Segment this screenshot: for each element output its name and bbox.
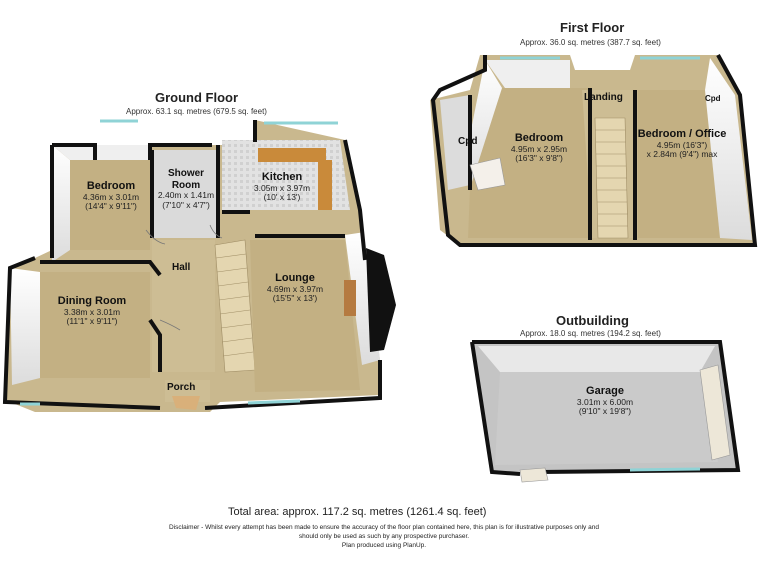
lounge-floor: [250, 240, 360, 392]
room-dining: Dining Room 3.38m x 3.01m (11'1" x 9'11"…: [50, 295, 134, 327]
ground-walls: [2, 120, 382, 410]
first-floor-area: Approx. 36.0 sq. metres (387.7 sq. feet): [520, 38, 661, 47]
ground-floor-area: Approx. 63.1 sq. metres (679.5 sq. feet): [126, 107, 267, 116]
bay-window-frame: [366, 248, 396, 352]
outbuilding-area: Approx. 18.0 sq. metres (194.2 sq. feet): [520, 329, 661, 338]
room-dimensions-metric: 4.36m x 3.01m: [82, 191, 140, 202]
garage-floor: [495, 372, 718, 465]
disclaimer-line-1: Disclaimer - Whilst every attempt has be…: [169, 524, 599, 531]
dining-room-floor: [40, 272, 150, 378]
fireplace: [344, 280, 356, 316]
ground-windows: [20, 119, 338, 406]
room-dimensions-imperial: (14'4" x 9'11"): [85, 201, 137, 212]
room-dimensions-imperial: (15'5" x 13'): [272, 293, 318, 304]
room-name: Shower Room: [167, 168, 205, 191]
room-dimensions-imperial: (16'3" x 9'8"): [515, 153, 563, 164]
room-name: Dining Room: [57, 295, 127, 307]
room-dimensions-imperial: (7'10" x 4'7"): [162, 199, 210, 210]
shower-room-floor: [152, 150, 218, 238]
room-name: Kitchen: [261, 171, 303, 183]
first-wall-back: [485, 60, 570, 88]
ground-door-swings: [145, 224, 223, 331]
first-walls: [430, 54, 758, 247]
room-landing: Landing: [584, 92, 623, 103]
disclaimer-line-3: Plan produced using PlanUp.: [341, 541, 427, 549]
outbuilding-title: Outbuilding: [556, 313, 629, 328]
garage-window: [629, 467, 701, 472]
cpd-door: [469, 157, 506, 191]
garage-side-door: [519, 467, 549, 483]
room-dimensions-imperial: (11'1" x 9'11"): [66, 316, 118, 327]
first-stairs: [594, 117, 629, 239]
room-dimensions-imperial: x 2.84m (9'4") max: [646, 149, 718, 160]
first-floor-plan: [430, 54, 758, 247]
outbuilding-plan: [470, 340, 741, 483]
room-name: Bedroom: [86, 180, 136, 192]
room-cupboard-office: Cpd: [705, 94, 721, 103]
room-kitchen: Kitchen 3.05m x 3.97m (10' x 13'): [244, 171, 320, 203]
garage-wall-back: [478, 346, 715, 372]
room-bedroom-first: Bedroom 4.95m x 2.95m (16'3" x 9'8"): [500, 132, 578, 164]
porch-door: [172, 396, 200, 410]
room-garage: Garage 3.01m x 6.00m (9'10" x 19'8"): [566, 385, 644, 417]
first-floor-title: First Floor: [560, 20, 625, 35]
bedroom-floor: [70, 160, 150, 250]
disclaimer-line-2: should only be used as such by any prosp…: [298, 532, 470, 540]
cpd-floor: [440, 95, 470, 190]
room-dimensions-metric: 3.38m x 3.01m: [63, 306, 121, 317]
room-bedroom-office: Bedroom / Office 4.95m (16'3") x 2.84m (…: [636, 128, 728, 160]
room-dimensions-metric: 3.05m x 3.97m: [253, 182, 311, 193]
room-shower: Shower Room 2.40m x 1.41m (7'10" x 4'7"): [153, 168, 219, 211]
room-name: Lounge: [275, 272, 315, 284]
room-dimensions-metric: 2.40m x 1.41m: [157, 190, 215, 200]
dining-wall-left: [10, 268, 40, 385]
total-area: Total area: approx. 117.2 sq. metres (12…: [228, 506, 487, 518]
room-bedroom-ground: Bedroom 4.36m x 3.01m (14'4" x 9'11"): [78, 180, 144, 212]
room-cupboard: Cpd: [458, 136, 478, 147]
room-dimensions-imperial: (9'10" x 19'8"): [578, 406, 632, 417]
room-dimensions-metric: 3.01m x 6.00m: [576, 396, 634, 407]
bedroom-wall-left: [52, 145, 70, 262]
disclaimer: Disclaimer - Whilst every attempt has be…: [110, 524, 658, 550]
room-lounge: Lounge 4.69m x 3.97m (15'5" x 13'): [256, 272, 334, 304]
office-wall-right: [705, 58, 752, 240]
room-dimensions-metric: 4.95m x 2.95m: [510, 143, 568, 154]
office-floor: [638, 90, 720, 238]
room-dimensions-metric: 4.95m (16'3"): [656, 139, 708, 150]
garage-door: [699, 364, 731, 461]
ground-floor-title: Ground Floor: [155, 90, 239, 105]
kitchen-worktop: [258, 148, 326, 162]
hall-floor: [152, 240, 215, 372]
room-dimensions-imperial: (10' x 13'): [263, 192, 301, 203]
room-porch: Porch: [167, 382, 196, 393]
room-name: Garage: [586, 385, 624, 397]
kitchen-worktop-side: [318, 160, 332, 210]
room-name: Bedroom / Office: [637, 128, 727, 140]
room-dimensions-metric: 4.69m x 3.97m: [266, 283, 324, 294]
room-name: Bedroom: [514, 132, 564, 144]
bedroom-wall-back: [52, 145, 150, 160]
first-bedroom-floor: [468, 88, 590, 238]
room-hall: Hall: [172, 262, 191, 273]
ground-floor-plan: [2, 119, 396, 412]
